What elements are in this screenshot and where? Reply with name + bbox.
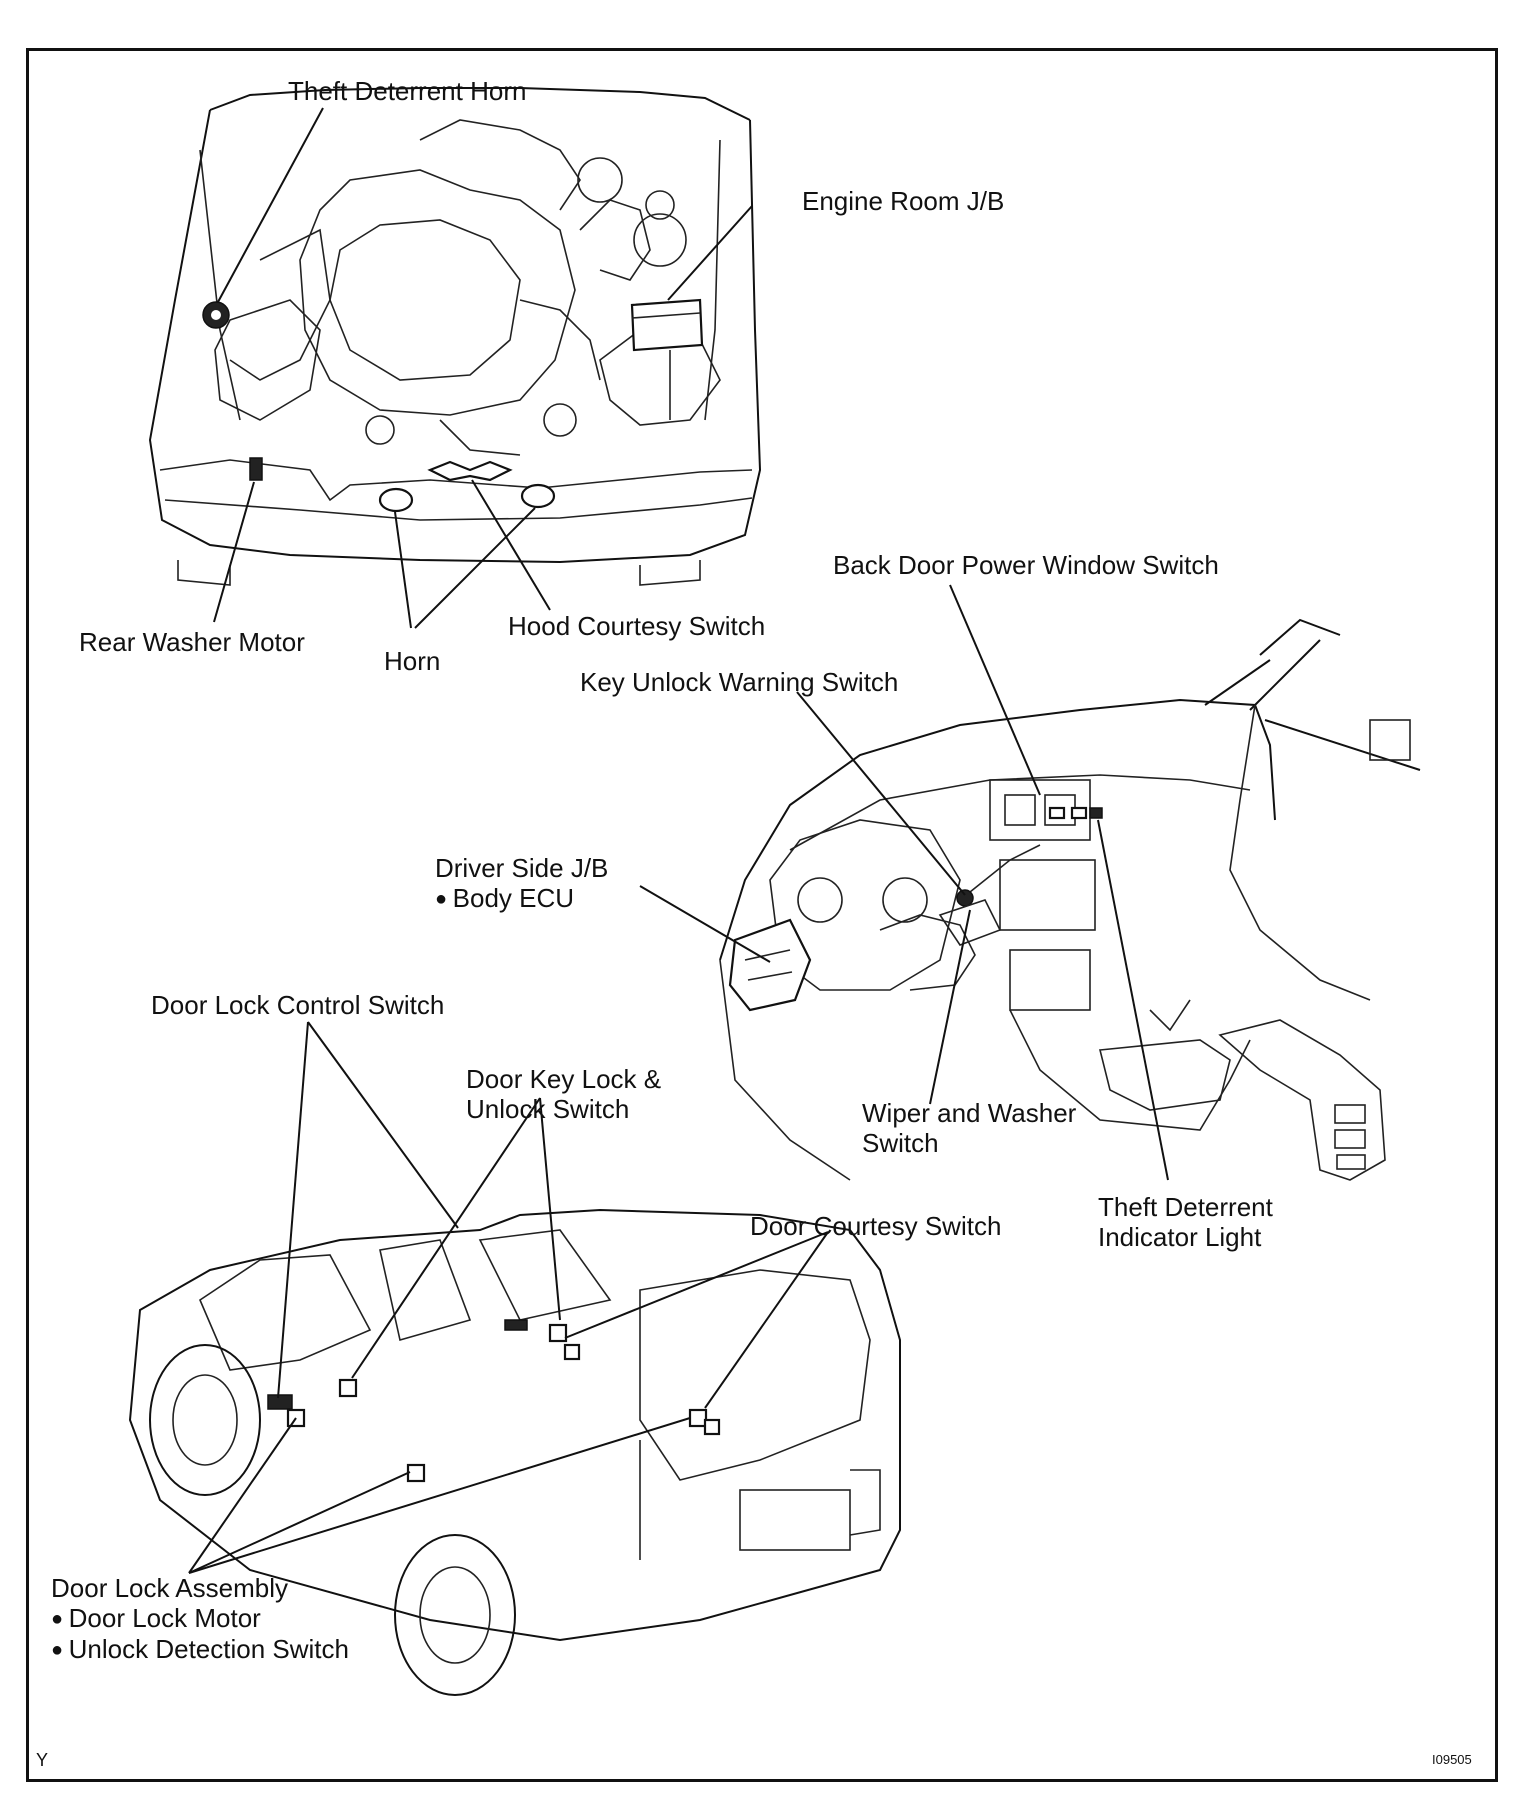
label-theft-deterrent-indicator-light: Theft Deterrent Indicator Light bbox=[1098, 1192, 1273, 1252]
label-unlock-detection-switch: Unlock Detection Switch bbox=[51, 1634, 349, 1665]
label-door-lock-control-switch: Door Lock Control Switch bbox=[151, 990, 445, 1020]
label-theft-deterrent-horn: Theft Deterrent Horn bbox=[288, 76, 527, 106]
engine-bay-illustration bbox=[148, 87, 762, 586]
vehicle-body-illustration bbox=[128, 1208, 901, 1696]
label-rear-washer-motor: Rear Washer Motor bbox=[79, 627, 305, 657]
label-door-lock-motor: Door Lock Motor bbox=[51, 1603, 349, 1634]
label-hood-courtesy-switch: Hood Courtesy Switch bbox=[508, 611, 766, 641]
label-engine-room-jb: Engine Room J/B bbox=[802, 186, 1005, 216]
corner-code: Y bbox=[36, 1750, 49, 1770]
label-wiper-and-washer-switch: Wiper and Washer Switch bbox=[862, 1098, 1077, 1158]
label-door-lock-assembly: Door Lock Assembly Door Lock Motor Unloc… bbox=[51, 1573, 349, 1665]
figure-id: I09505 bbox=[1432, 1752, 1472, 1767]
label-door-key-lock-unlock-switch: Door Key Lock & Unlock Switch bbox=[466, 1064, 662, 1124]
leader-lines bbox=[188, 107, 1169, 1574]
label-horn: Horn bbox=[384, 646, 441, 676]
label-key-unlock-warning-switch: Key Unlock Warning Switch bbox=[580, 667, 899, 697]
label-body-ecu: Body ECU bbox=[435, 883, 608, 914]
label-back-door-power-window-switch: Back Door Power Window Switch bbox=[833, 550, 1219, 580]
label-driver-side-jb: Driver Side J/B Body ECU bbox=[435, 853, 608, 914]
dashboard-illustration bbox=[719, 618, 1421, 1181]
label-door-courtesy-switch: Door Courtesy Switch bbox=[750, 1211, 1002, 1241]
